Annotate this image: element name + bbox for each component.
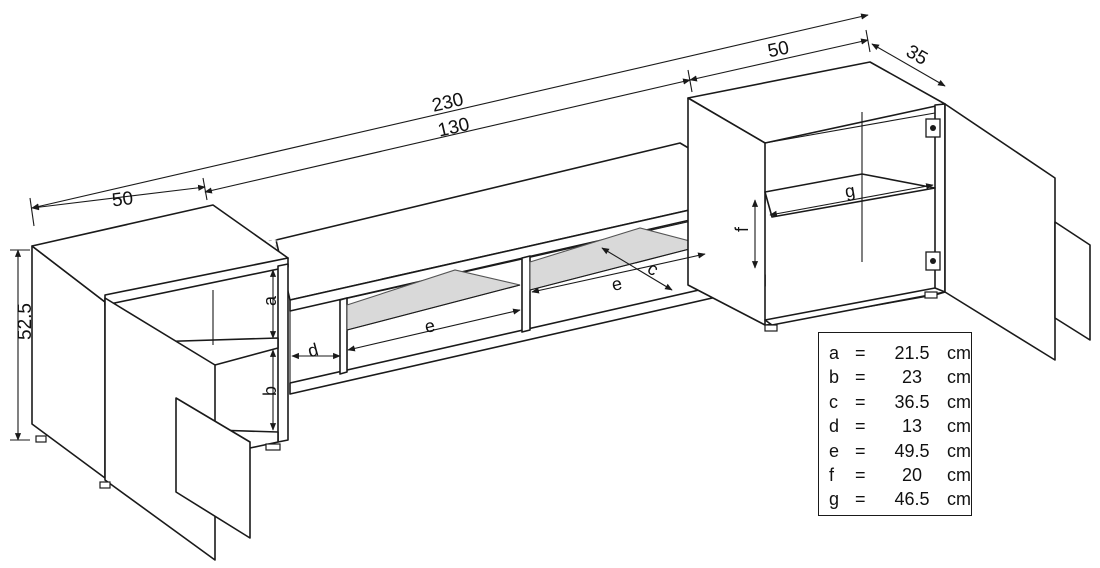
left-cabinet (31, 204, 289, 561)
left-door-front-panel (175, 397, 251, 539)
legend-equals: = (855, 464, 866, 485)
dim-35-line (871, 43, 946, 87)
legend-row: e = 49.5 cm (829, 439, 971, 463)
middle-unit (214, 142, 766, 395)
legend-row: g = 46.5 cm (829, 487, 971, 511)
legend-row: a = 21.5 cm (829, 341, 971, 365)
legend-equals: = (855, 440, 866, 461)
legend-key: e (829, 440, 840, 461)
dim-e-left-label: e (423, 315, 437, 337)
dim-d-label: d (306, 339, 321, 361)
legend-key: a (829, 343, 840, 363)
dim-left-50-line (31, 184, 206, 211)
legend-key: b (829, 367, 840, 388)
right-bottom (764, 287, 946, 326)
dimension-lines (10, 13, 946, 441)
dim-130-label: 130 (436, 114, 472, 142)
legend-unit: cm (947, 391, 971, 412)
legend-value: 46.5 (894, 489, 930, 510)
legend-value: 23 (901, 367, 923, 388)
dim-b-label: b (260, 386, 280, 396)
legend-equals: = (855, 416, 866, 437)
dim-35-label: 35 (902, 41, 931, 70)
right-open-door (944, 103, 1056, 361)
legend-value: 21.5 (894, 343, 930, 363)
dim-g-line (769, 183, 934, 217)
right-cabinet (687, 61, 1091, 361)
dim-left-50-label: 50 (111, 188, 135, 211)
legend-key: f (829, 464, 835, 485)
legend-value: 20 (901, 464, 923, 485)
legend-unit: cm (947, 489, 971, 510)
dim-c-label: c (644, 258, 662, 280)
divider-1 (339, 297, 348, 375)
legend-value: 36.5 (894, 391, 930, 412)
divider-2 (521, 255, 531, 333)
legend-row: c = 36.5 cm (829, 390, 971, 414)
legend-row: f = 20 cm (829, 463, 971, 487)
dim-230-label: 230 (430, 89, 466, 117)
dim-right-50-label: 50 (766, 37, 791, 62)
legend-key: g (829, 489, 840, 510)
legend-value: 49.5 (894, 440, 930, 461)
legend-equals: = (855, 391, 866, 412)
legend-key: c (829, 391, 838, 412)
legend-unit: cm (947, 440, 971, 461)
legend-value: 13 (901, 416, 923, 437)
internal-dimensions (269, 183, 934, 431)
dimension-legend: a = 21.5 cm b = 23 cm c = 36.5 cm d = 13… (818, 332, 972, 516)
dim-52-5-label: 52.5 (15, 303, 36, 340)
dim-f-label: f (732, 226, 752, 232)
legend-unit: cm (947, 464, 971, 485)
right-door-edge-panel (1054, 221, 1091, 341)
legend-row: b = 23 cm (829, 365, 971, 389)
dim-a-label: a (260, 295, 280, 306)
legend-equals: = (855, 343, 866, 363)
legend-unit: cm (947, 367, 971, 388)
legend-unit: cm (947, 343, 971, 363)
dim-c-line (601, 247, 673, 291)
legend-equals: = (855, 489, 866, 510)
dim-right-50-line (689, 38, 869, 82)
dim-130-line (204, 78, 691, 194)
legend-row: d = 13 cm (829, 414, 971, 438)
legend-equals: = (855, 367, 866, 388)
legend-key: d (829, 416, 840, 437)
dim-e-right-label: e (610, 273, 624, 295)
dim-e-left-line (347, 308, 521, 352)
legend-unit: cm (947, 416, 971, 437)
dim-g-label: g (843, 180, 856, 201)
hinge-icon (925, 118, 941, 271)
left-front-post (277, 263, 289, 443)
